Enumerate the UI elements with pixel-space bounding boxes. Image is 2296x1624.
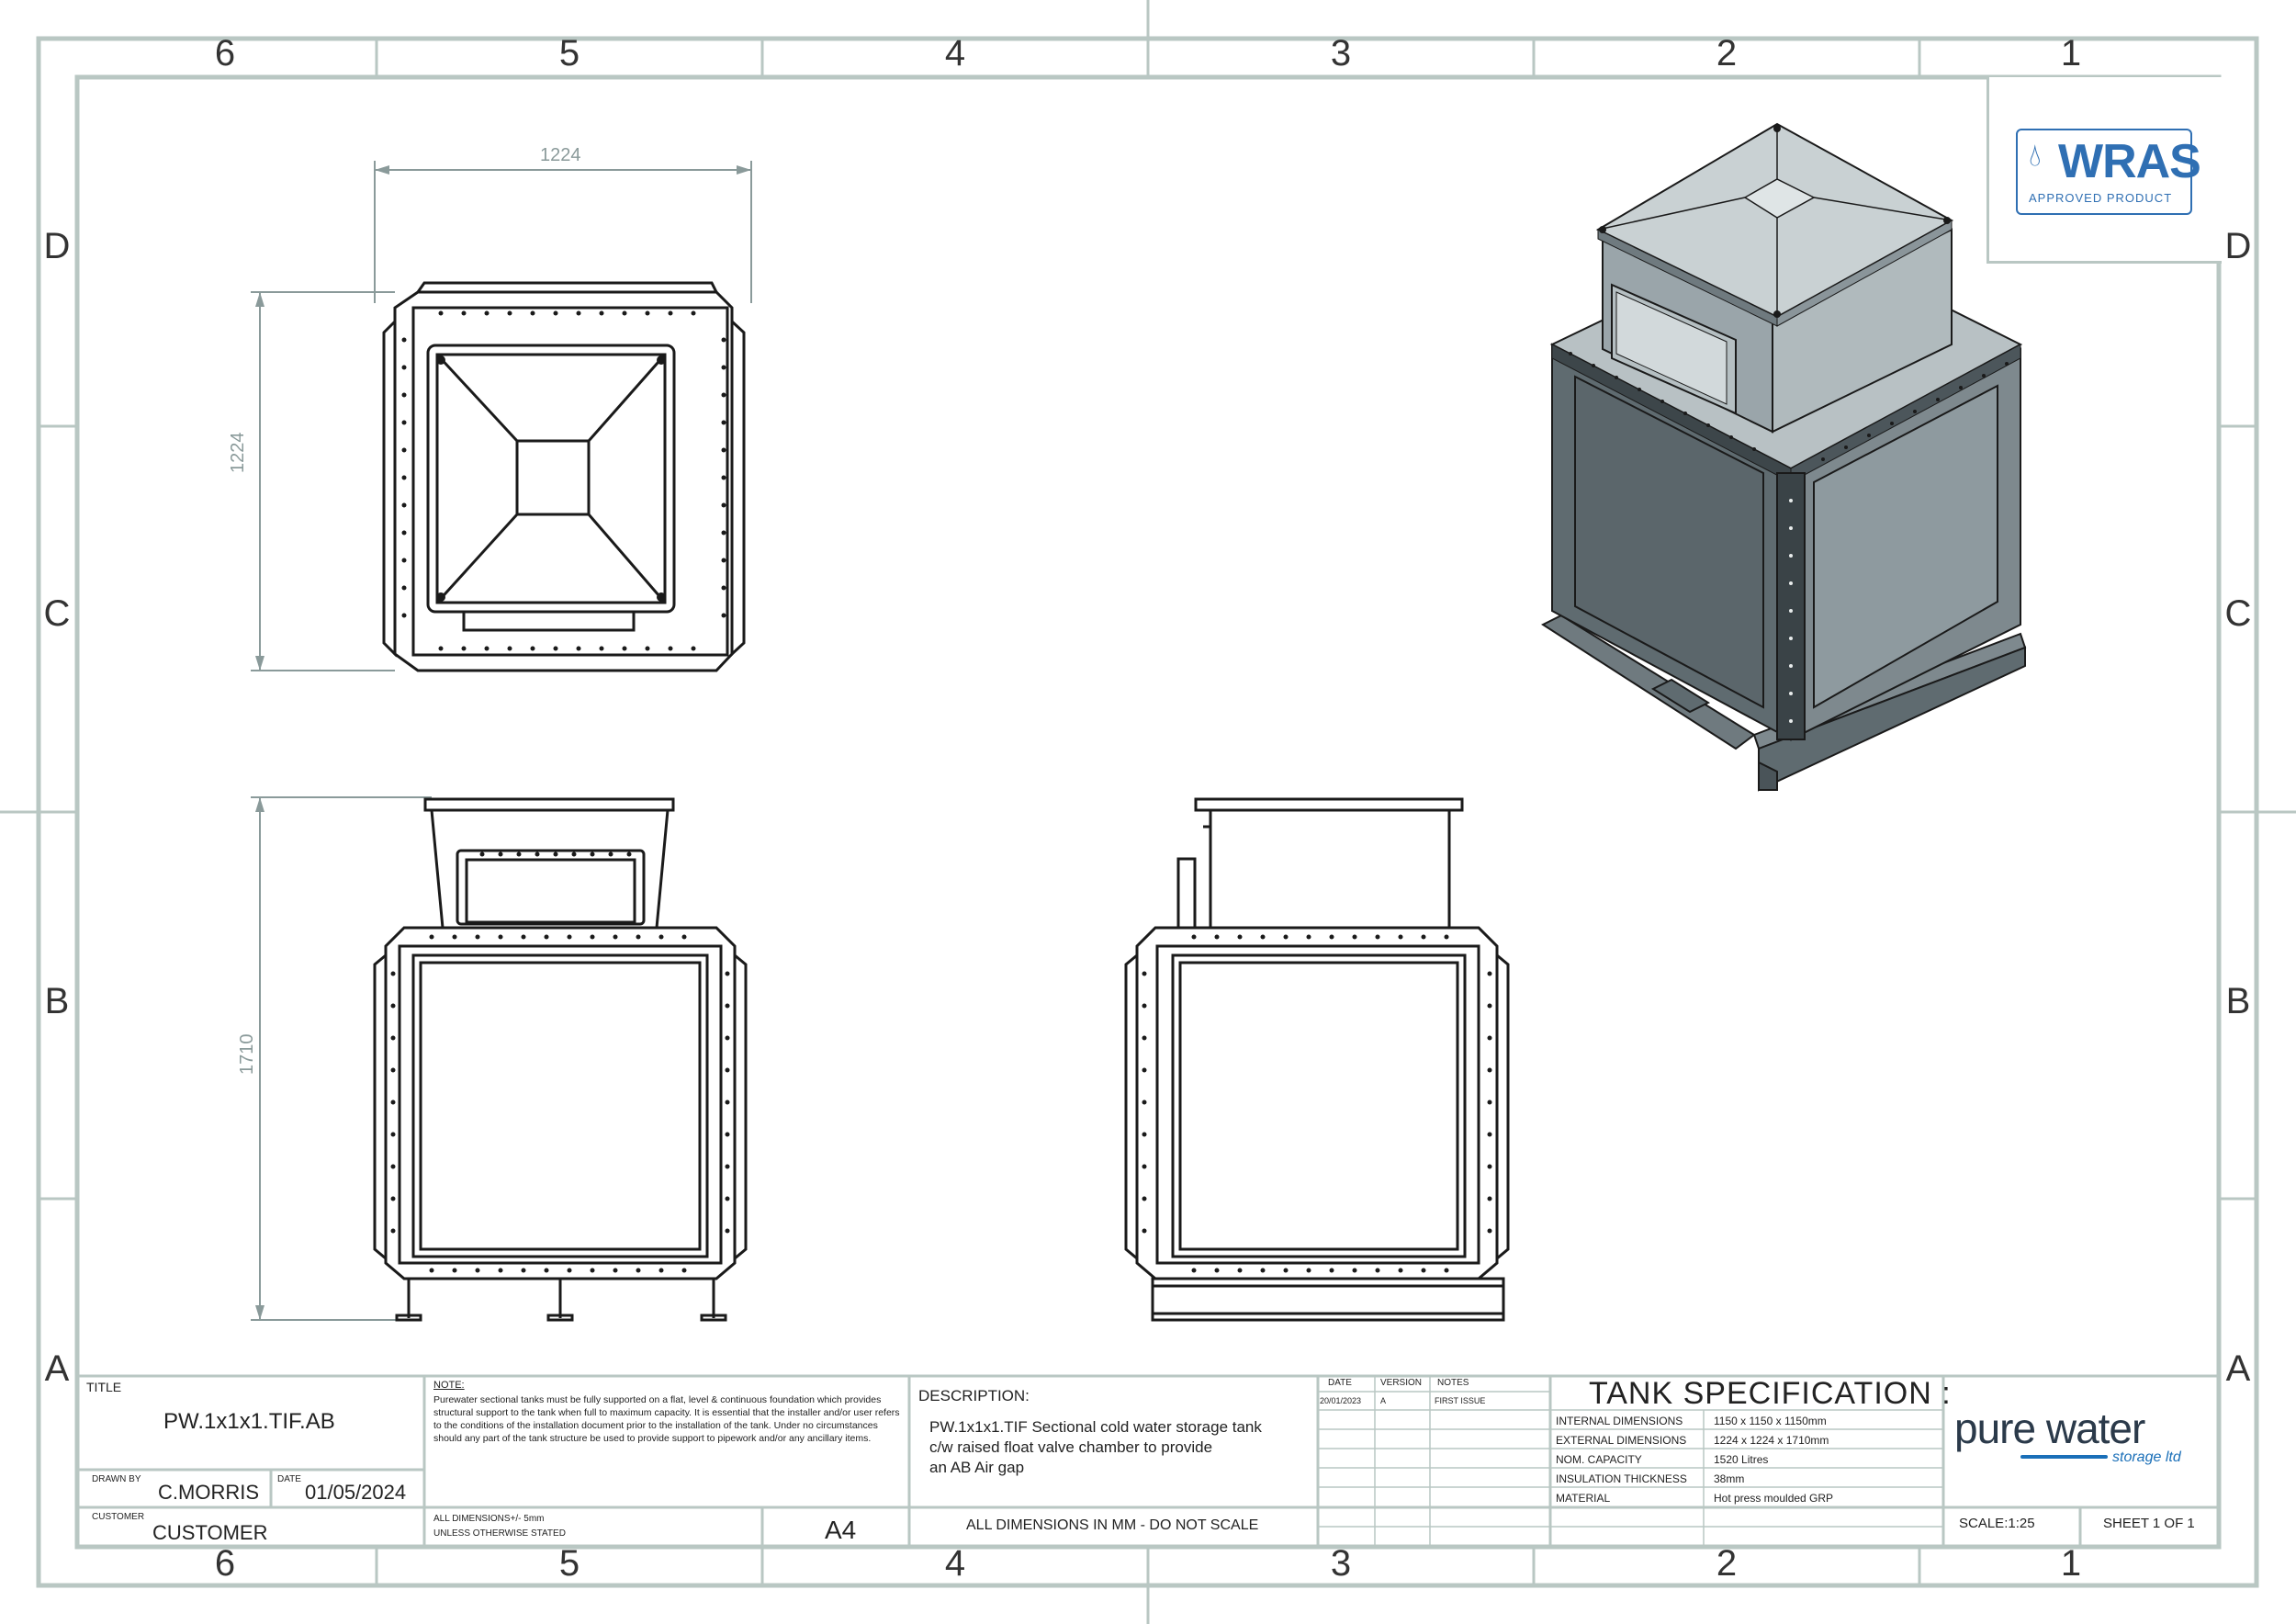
- spec-row-label: INTERNAL DIMENSIONS: [1556, 1415, 1683, 1427]
- zone-col-1-bottom: 1: [2060, 1543, 2082, 1584]
- spec-row-value: 1224 x 1224 x 1710mm: [1714, 1434, 1829, 1447]
- tank-top-view: [251, 161, 752, 672]
- zone-col-6-bottom: 6: [214, 1543, 236, 1584]
- tolerance-line1: ALL DIMENSIONS+/- 5mm: [433, 1514, 545, 1524]
- brand-logo-sub: storage ltd: [2112, 1449, 2181, 1465]
- zone-col-4-bottom: 4: [944, 1543, 966, 1584]
- dim-top-width: 1224: [540, 145, 581, 165]
- note-text: Purewater sectional tanks must be fully …: [433, 1394, 900, 1444]
- zone-row-a-right: A: [2225, 1348, 2251, 1389]
- description-line3: an AB Air gap: [929, 1459, 1025, 1476]
- rev-header-version: VERSION: [1380, 1378, 1423, 1388]
- drawn-by-value: C.MORRIS: [158, 1481, 259, 1504]
- zone-row-d-left: D: [43, 226, 71, 266]
- zone-row-b-right: B: [2225, 981, 2251, 1021]
- rev-row-notes: FIRST ISSUE: [1435, 1396, 1486, 1405]
- description-line1: PW.1x1x1.TIF Sectional cold water storag…: [929, 1418, 1262, 1436]
- rev-row-date: 20/01/2023: [1320, 1396, 1362, 1405]
- description-label: DESCRIPTION:: [918, 1387, 1030, 1404]
- note-label: NOTE:: [433, 1380, 465, 1391]
- spec-row-label: MATERIAL: [1556, 1492, 1611, 1505]
- wras-logo-box: [1986, 77, 2222, 264]
- zone-col-6-top: 6: [214, 33, 236, 73]
- date-value: 01/05/2024: [305, 1481, 407, 1504]
- drawn-by-label: DRAWN BY: [92, 1474, 141, 1484]
- water-drop-icon: 💧︎: [2029, 138, 2042, 173]
- date-label: DATE: [277, 1474, 301, 1484]
- zone-col-3-top: 3: [1330, 33, 1352, 73]
- zone-col-2-bottom: 2: [1716, 1543, 1738, 1584]
- scale: SCALE:1:25: [1959, 1516, 2035, 1531]
- zone-col-3-bottom: 3: [1330, 1543, 1352, 1584]
- spec-row-value: 1520 Litres: [1714, 1453, 1769, 1466]
- rev-row-version: A: [1380, 1396, 1387, 1405]
- zone-row-c-left: C: [43, 593, 71, 634]
- spec-row-label: NOM. CAPACITY: [1556, 1453, 1642, 1466]
- zone-col-2-top: 2: [1716, 33, 1738, 73]
- rev-header-date: DATE: [1328, 1378, 1352, 1388]
- tolerance-line2: UNLESS OTHERWISE STATED: [433, 1528, 566, 1539]
- description-line2: c/w raised float valve chamber to provid…: [929, 1438, 1213, 1456]
- sheet-number: SHEET 1 OF 1: [2103, 1516, 2195, 1531]
- tank-side-view: [1124, 797, 1510, 1322]
- zone-row-c-right: C: [2224, 593, 2252, 634]
- wras-logo-subtitle: APPROVED PRODUCT: [2029, 191, 2173, 205]
- title-label: TITLE: [86, 1380, 122, 1394]
- spec-row-label: INSULATION THICKNESS: [1556, 1472, 1687, 1485]
- spec-row-value: 1150 x 1150 x 1150mm: [1714, 1415, 1827, 1427]
- sheet-size: A4: [825, 1516, 857, 1544]
- rev-header-notes: NOTES: [1437, 1378, 1469, 1388]
- wras-badge: 💧︎ WRAS APPROVED PRODUCT: [2016, 129, 2201, 215]
- dim-top-depth: 1224: [228, 432, 248, 474]
- zone-col-5-bottom: 5: [558, 1543, 580, 1584]
- wras-logo-text: WRAS: [2058, 135, 2201, 188]
- spec-row-value: 38mm: [1714, 1472, 1745, 1485]
- title-value: PW.1x1x1.TIF.AB: [163, 1409, 335, 1434]
- zone-row-b-left: B: [44, 981, 70, 1021]
- brand-wave-icon: [2020, 1455, 2108, 1459]
- spec-title: TANK SPECIFICATION :: [1589, 1376, 1952, 1411]
- dimension-note: ALL DIMENSIONS IN MM - DO NOT SCALE: [966, 1517, 1259, 1533]
- dim-front-height: 1710: [237, 1033, 257, 1076]
- spec-row-value: Hot press moulded GRP: [1714, 1492, 1834, 1505]
- brand-logo-main: pure water: [1954, 1404, 2145, 1452]
- zone-col-4-top: 4: [944, 33, 966, 73]
- tank-isometric-view: [1540, 122, 2027, 792]
- tank-front-view: [251, 796, 748, 1322]
- title-block-grid: [77, 1374, 2219, 1547]
- zone-row-d-right: D: [2224, 226, 2252, 266]
- zone-col-1-top: 1: [2060, 33, 2082, 73]
- zone-col-5-top: 5: [558, 33, 580, 73]
- spec-row-label: EXTERNAL DIMENSIONS: [1556, 1434, 1687, 1447]
- customer-value: CUSTOMER: [152, 1521, 268, 1544]
- customer-label: CUSTOMER: [92, 1512, 145, 1522]
- zone-row-a-left: A: [44, 1348, 70, 1389]
